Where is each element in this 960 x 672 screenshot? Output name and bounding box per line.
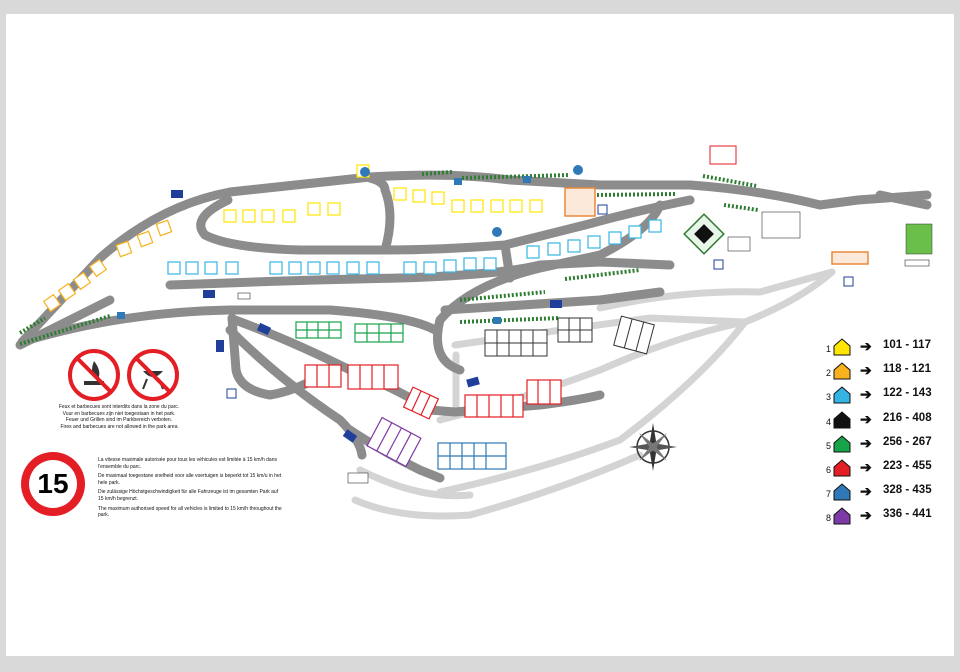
legend-range: 118 - 121 [883,363,931,376]
fire-ban-line-en: Fires and barbecues are not allowed in t… [60,423,178,430]
speed-notice-de: Die zulässige Höchstgeschwindigkeit für … [98,489,279,502]
speed-notice-nl: De maximaal toegestane snelheid voor all… [98,473,282,486]
legend-range: 216 - 408 [883,411,932,424]
arrow-icon: ➔ [860,507,872,524]
legend-number: 1 [826,344,832,354]
legend-row: 1 ➔ 101 - 117 [826,336,946,360]
house-icon [833,386,851,404]
house-icon [833,459,851,477]
house-icon [833,338,851,356]
legend-number: 5 [826,440,832,451]
fire-ban-line-de: Feuer und Grillen sind im Parkbereich ve… [65,417,173,424]
pitches-green [295,321,404,343]
arrow-icon: ➔ [860,338,872,354]
legend-number: 3 [826,392,832,403]
fire-ban-line-nl: Vuur en barbecues zijn niet toegestaan i… [62,410,176,417]
arrow-icon: ➔ [860,386,872,403]
house-icon [833,362,851,380]
playground-diamond [683,213,725,255]
legend-row: 8 ➔ 336 - 441 [826,505,946,529]
legend-range: 328 - 435 [883,484,932,497]
pitches-orange [42,219,173,313]
legend-number: 7 [826,489,832,500]
service-points [117,165,930,484]
no-fire-sign [68,349,120,401]
legend-number: 6 [826,464,832,475]
legend-range: 122 - 143 [883,387,932,400]
hedges [18,170,759,346]
legend-range: 101 - 117 [883,339,931,351]
speed-limit-notice: La vitesse maximale autorisée pour tous … [98,457,283,522]
house-icon [833,435,851,453]
legend-number: 2 [826,368,832,379]
arrow-icon: ➔ [860,410,872,427]
parking-signs [171,190,562,443]
house-icon [833,410,851,429]
house-icon [833,507,851,525]
pitches-grey [484,315,655,357]
pitches-purple [366,416,422,468]
legend-row: 6 ➔ 223 - 455 [826,457,946,481]
legend-row: 7 ➔ 328 - 435 [826,481,946,505]
sports-field [905,223,933,255]
main-roads [15,170,932,483]
fire-ban-notice: Feux et barbecues sont interdits dans la… [44,404,194,430]
legend-row: 3 ➔ 122 - 143 [826,384,946,408]
reception-building [564,145,869,265]
house-icon [833,483,851,501]
pitches-blue [437,442,507,470]
no-barbecue-sign [127,349,179,401]
map-sheet [6,14,954,656]
speed-notice-en: The maximum authorised speed for all veh… [98,505,282,519]
pitch-legend: 1 ➔ 101 - 117 2 ➔ 118 - 121 3 ➔ 122 - 14… [826,336,946,530]
legend-range: 256 - 267 [883,435,932,448]
pitches-cyan [167,219,662,275]
speed-limit-value: 15 [29,460,77,508]
arrow-icon: ➔ [860,362,872,379]
speed-notice-fr: La vitesse maximale autorisée pour tous … [98,457,277,470]
arrow-icon: ➔ [860,434,872,451]
fire-ban-line-fr: Feux et barbecues sont interdits dans la… [58,404,180,410]
pitches-yellow [223,164,543,223]
speed-limit-sign: 15 [21,452,85,516]
legend-row: 4 ➔ 216 - 408 [826,409,946,433]
compass-rose [629,423,677,471]
pitches-red [304,364,562,420]
legend-range: 223 - 455 [883,459,932,472]
arrow-icon: ➔ [860,483,872,500]
legend-number: 8 [826,513,832,524]
legend-number: 4 [826,416,832,427]
arrow-icon: ➔ [860,458,872,475]
legend-row: 2 ➔ 118 - 121 [826,360,946,384]
legend-range: 336 - 441 [883,508,932,521]
legend-row: 5 ➔ 256 - 267 [826,433,946,457]
